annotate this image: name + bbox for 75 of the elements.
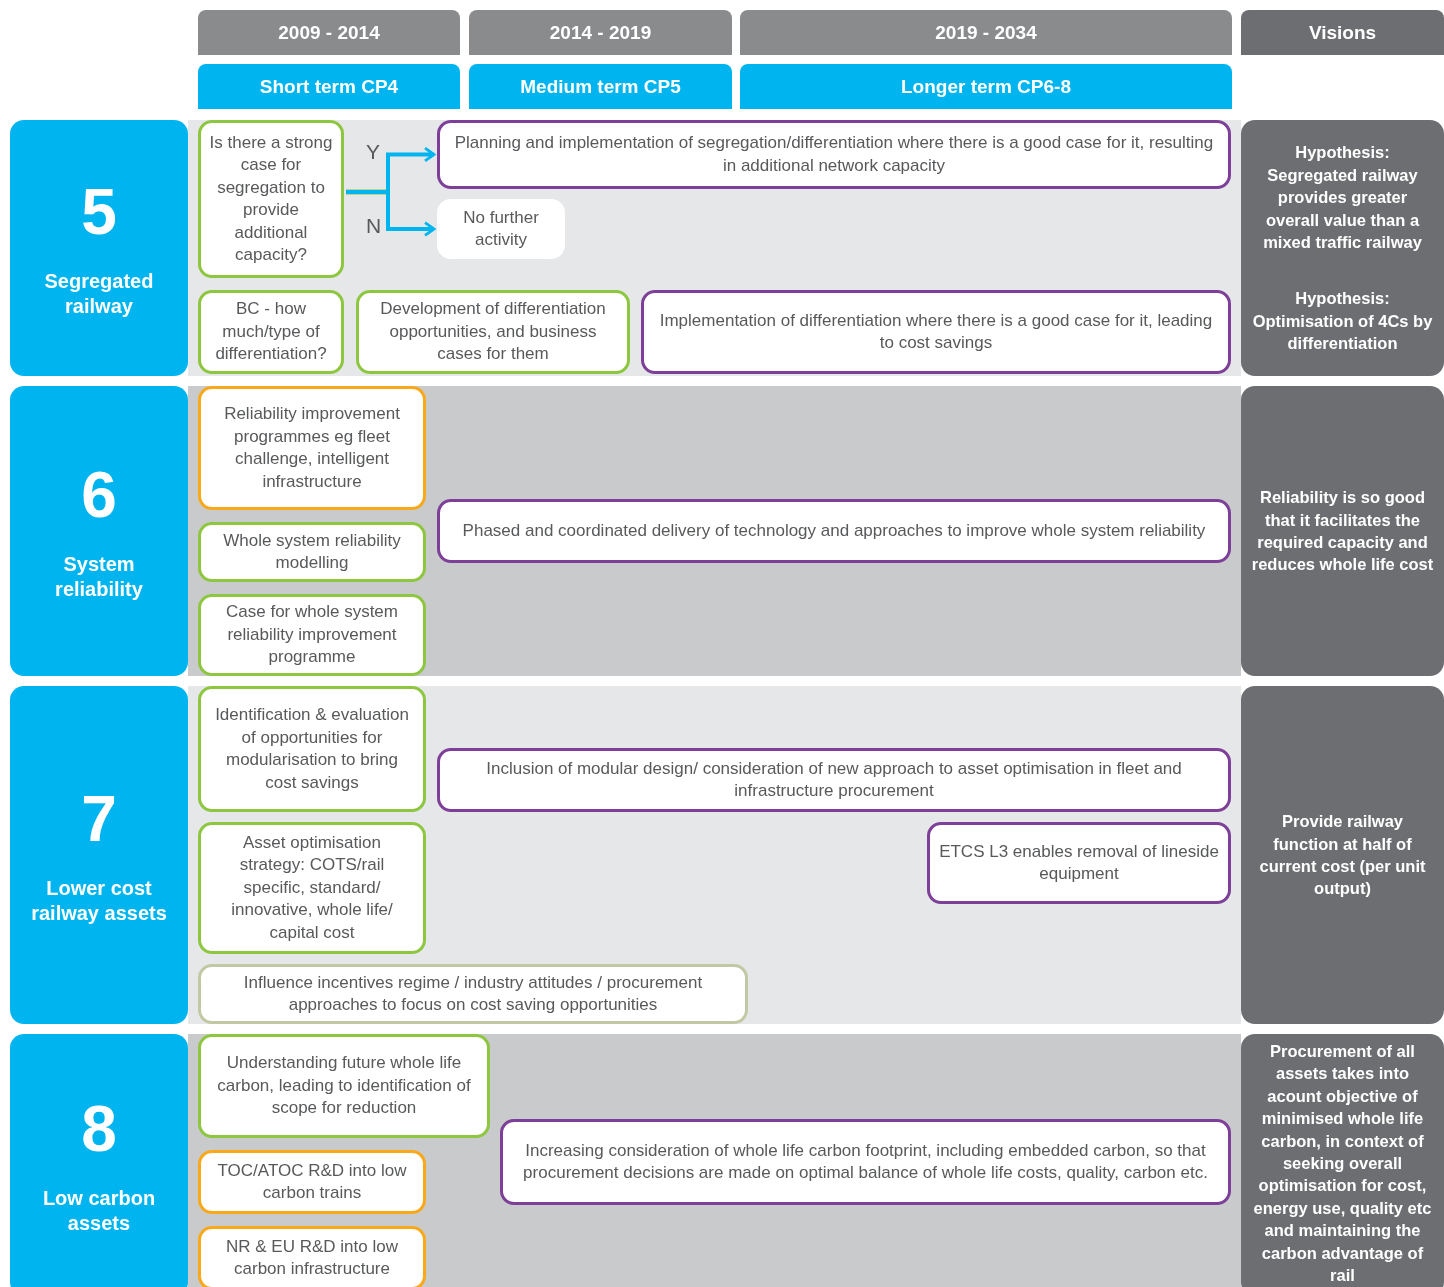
outcome-box <box>437 199 565 259</box>
theme-box <box>10 120 188 376</box>
activity-text: Identification & evaluation of opportunities for modularisation to bring cost savings <box>214 704 410 794</box>
header-label: Visions <box>1308 21 1377 44</box>
period-header <box>469 10 732 55</box>
activity-box <box>641 290 1231 374</box>
activity-text: No further activity <box>462 206 540 251</box>
activity-box <box>198 120 344 278</box>
activity-box <box>198 1034 490 1138</box>
vision-box <box>1241 386 1444 676</box>
activity-text: Reliability improvement programmes eg fleet challenge, intelligent infrastructure <box>223 403 401 493</box>
activity-box <box>198 686 426 812</box>
activity-box <box>500 1119 1231 1205</box>
vision-text: Procurement of all assets takes into acount objective of minimised whole life carbon, in context of seeking overall optimisation for cost, energy use, quality etc and maintaining the carbon advantage of rail <box>1252 1041 1433 1287</box>
activity-text: Phased and coordinated delivery of technology and approaches to improve whole system reliability <box>462 519 1206 542</box>
phase-header <box>198 64 460 109</box>
activity-box <box>198 822 426 954</box>
activity-text: Asset optimisation strategy: COTS/rail specific, standard/ innovative, whole life/ capital cost <box>230 831 394 944</box>
activity-text: ETCS L3 enables removal of lineside equipment <box>938 840 1220 885</box>
activity-box <box>437 120 1231 189</box>
header-label: Longer term CP6-8 <box>901 75 1071 98</box>
theme-number: 7 <box>81 784 117 854</box>
header-label: Medium term CP5 <box>520 75 681 98</box>
header-label: 2019 - 2034 <box>935 21 1037 44</box>
activity-box <box>198 594 426 676</box>
header-label: 2009 - 2014 <box>278 21 380 44</box>
period-header <box>740 10 1232 55</box>
theme-label: Segregated railway <box>43 269 155 319</box>
header-label: Short term CP4 <box>259 75 399 98</box>
vision-box <box>1241 686 1444 1024</box>
activity-box <box>198 964 748 1024</box>
activity-text: Whole system reliability modelling <box>222 529 402 574</box>
activity-box <box>437 748 1231 812</box>
period-header <box>198 10 460 55</box>
theme-label: Lower cost railway assets <box>30 876 168 926</box>
activity-text: Is there a strong case for segregation to provide additional capacity? <box>209 131 333 266</box>
theme-box <box>10 386 188 676</box>
vision-box <box>1241 120 1444 376</box>
phase-header <box>740 64 1232 109</box>
activity-text: Increasing consideration of whole life carbon footprint, including embedded carbon, so that procurement decisions are made on optimal balance of whole life costs, quality, carbon etc. <box>522 1139 1209 1184</box>
activity-text: Case for whole system reliability improvement programme <box>225 601 399 669</box>
vision-text: Segregated railway provides greater overall value than a mixed traffic railway <box>1262 164 1423 253</box>
theme-number: 8 <box>81 1094 117 1164</box>
theme-box <box>10 1034 188 1287</box>
activity-text: NR & EU R&D into low carbon infrastructure <box>225 1235 399 1280</box>
activity-text: BC - how much/type of differentiation? <box>214 298 328 366</box>
activity-box <box>198 386 426 510</box>
activity-box <box>198 1226 426 1287</box>
column-header <box>1241 10 1444 55</box>
vision-text: Hypothesis: <box>1295 142 1390 164</box>
vision-text: Provide railway function at half of current cost (per unit output) <box>1258 811 1427 900</box>
activity-box <box>198 522 426 582</box>
vision-text: Hypothesis: <box>1295 288 1390 310</box>
header-label: 2014 - 2019 <box>549 21 652 44</box>
activity-box <box>927 822 1231 904</box>
activity-box <box>356 290 630 374</box>
activity-text: TOC/ATOC R&D into low carbon trains <box>216 1159 408 1204</box>
activity-text: Development of differentiation opportunities, and business cases for them <box>379 298 607 366</box>
activity-text: Implementation of differentiation where there is a good case for it, leading to cost savings <box>658 309 1214 354</box>
theme-box <box>10 686 188 1024</box>
vision-text: Reliability is so good that it facilitates the required capacity and reduces whole life cost <box>1250 487 1435 576</box>
activity-box <box>198 290 344 374</box>
activity-text: Understanding future whole life carbon, leading to identification of scope for reduction <box>216 1052 472 1120</box>
theme-label: System reliability <box>54 552 144 602</box>
phase-header <box>469 64 732 109</box>
activity-text: Influence incentives regime / industry attitudes / procurement approaches to focus on cost saving opportunities <box>242 971 704 1016</box>
vision-text: Optimisation of 4Cs by differentiation <box>1251 310 1434 355</box>
activity-box <box>437 499 1231 563</box>
theme-label: Low carbon assets <box>41 1186 157 1236</box>
theme-number: 6 <box>81 460 117 530</box>
activity-box <box>198 1150 426 1214</box>
theme-number: 5 <box>81 177 117 247</box>
activity-text: Inclusion of modular design/ consideration of new approach to asset optimisation in fleet and infrastructure procurement <box>485 757 1183 802</box>
branch-arrow <box>346 190 436 237</box>
activity-text: Planning and implementation of segregation/differentiation where there is a good case for it, resulting in additional network capacity <box>453 132 1215 177</box>
